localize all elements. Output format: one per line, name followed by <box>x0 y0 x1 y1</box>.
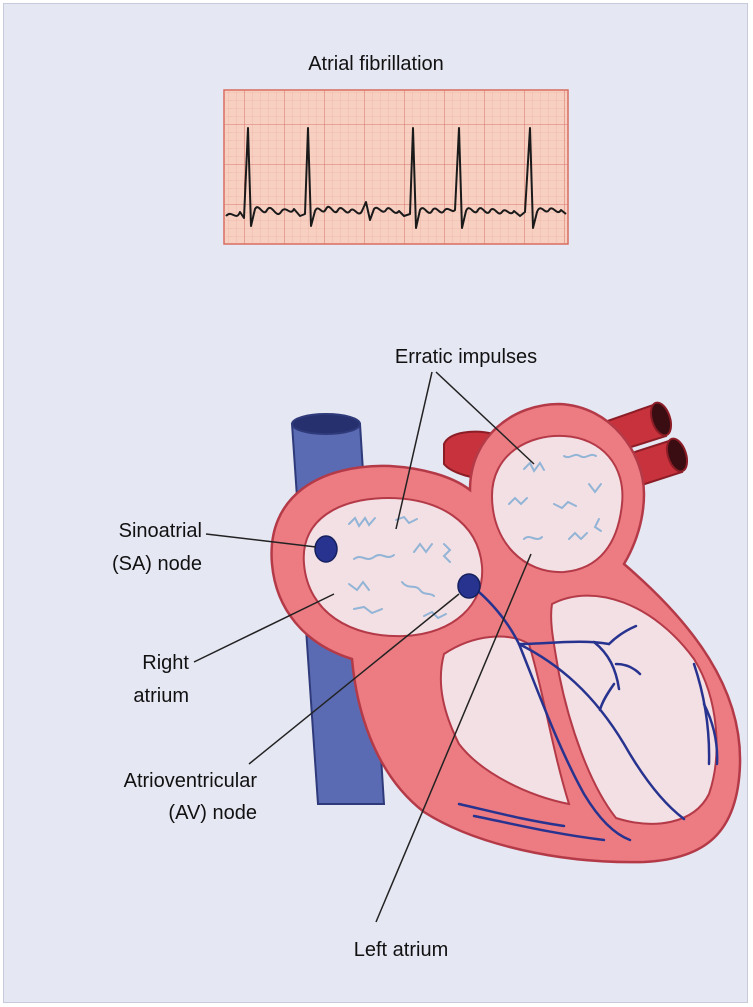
av-node-label-line2: (AV) node <box>168 802 257 824</box>
right-atrium-chamber <box>304 498 482 636</box>
vena-cava-opening <box>292 414 360 434</box>
left-atrium-chamber <box>492 436 622 572</box>
diagram-canvas: Atrial fibrillation <box>4 4 749 1004</box>
av-node-label-line1: Atrioventricular <box>124 770 258 792</box>
diagram-title: Atrial fibrillation <box>308 53 444 75</box>
sa-node-label-line1: Sinoatrial <box>119 520 202 542</box>
heart-illustration <box>272 400 741 862</box>
sa-node-label-line2: (SA) node <box>112 553 202 575</box>
sa-node <box>315 536 337 562</box>
right-atrium-label-line2: atrium <box>133 685 189 707</box>
av-node <box>458 574 480 598</box>
right-atrium-label-line1: Right <box>142 652 189 674</box>
erratic-impulses-label: Erratic impulses <box>395 346 537 368</box>
atrial-fibrillation-diagram: Atrial fibrillation <box>3 3 748 1003</box>
ecg-grid <box>224 90 568 244</box>
ecg-strip <box>224 90 568 244</box>
left-atrium-label: Left atrium <box>354 939 448 961</box>
